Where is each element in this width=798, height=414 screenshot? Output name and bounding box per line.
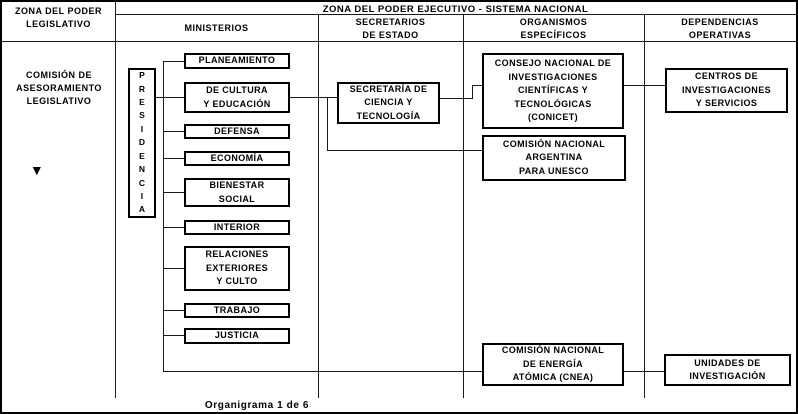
- column-header-dependencias: DEPENDENCIAS OPERATIVAS: [681, 17, 759, 40]
- ministry-box-bienestar-social: BIENESTAR SOCIAL: [184, 178, 290, 207]
- column-divider-legislative: [115, 2, 116, 398]
- connector-presidencia-cultura: [155, 97, 184, 98]
- column-header-secretarios: SECRETARIOS DE ESTADO: [355, 17, 426, 40]
- connector-tick-defensa: [163, 131, 184, 132]
- column-header-ministerios: MINISTERIOS: [184, 23, 249, 33]
- connector-drop-unesco: [327, 97, 328, 150]
- connector-tick-planeamiento: [163, 61, 184, 62]
- legislative-commission-label: COMISIÓN DE ASESORAMIENTO LEGISLATIVO: [16, 70, 102, 106]
- connector-cnea-unidades: [623, 371, 665, 372]
- connector-riser-conicet: [472, 85, 473, 99]
- connector-conicet-centros: [623, 85, 665, 86]
- connector-tick-relaciones: [163, 268, 184, 269]
- executive-title-underline: [115, 14, 796, 15]
- column-divider-ministerios: [318, 14, 319, 398]
- column-divider-secretarios: [463, 14, 464, 398]
- centros-investigaciones-box: CENTROS DE INVESTIGACIONES Y SERVICIOS: [665, 68, 788, 113]
- ministry-box-cultura-educacion: DE CULTURA Y EDUCACIÓN: [184, 82, 290, 113]
- legislative-zone-header: ZONA DEL PODER LEGISLATIVO: [14, 6, 102, 29]
- connector-tick-trabajo: [163, 310, 184, 311]
- chart-caption: Organigrama 1 de 6: [204, 400, 310, 411]
- connector-cultura-secretaria: [290, 97, 337, 98]
- connector-tick-justicia: [163, 335, 184, 336]
- column-header-organismos: ORGANISMOS ESPECÍFICOS: [519, 17, 588, 40]
- header-row-underline: [2, 41, 796, 42]
- connector-tick-interior: [163, 227, 184, 228]
- secretaria-ciencia-tecnologia-box: SECRETARÍA DE CIENCIA Y TECNOLOGÍA: [337, 82, 440, 124]
- ministry-box-defensa: DEFENSA: [184, 124, 290, 139]
- connector-conicet-in: [472, 85, 483, 86]
- connector-trunk: [163, 61, 164, 371]
- connector-tick-bienestar: [163, 192, 184, 193]
- unidades-investigacion-box: UNIDADES DE INVESTIGACIÓN: [664, 354, 791, 386]
- connector-presidencia-cnea: [163, 371, 483, 372]
- connector-tick-economia: [163, 158, 184, 159]
- ministry-box-justicia: JUSTICIA: [184, 328, 290, 344]
- down-triangle-icon: ▼: [29, 162, 45, 178]
- ministry-box-planeamiento: PLANEAMIENTO: [184, 53, 290, 69]
- ministry-box-interior: INTERIOR: [184, 220, 290, 235]
- connector-secretaria-right: [440, 98, 473, 99]
- unesco-commission-box: COMISIÓN NACIONAL ARGENTINA PARA UNESCO: [482, 135, 626, 181]
- ministry-box-relaciones-exteriores: RELACIONES EXTERIORES Y CULTO: [184, 246, 290, 291]
- conicet-box: CONSEJO NACIONAL DE INVESTIGACIONES CIEN…: [482, 53, 624, 129]
- column-divider-organismos: [644, 14, 645, 398]
- connector-unesco: [327, 150, 482, 151]
- executive-zone-header: ZONA DEL PODER EJECUTIVO - SISTEMA NACIO…: [322, 4, 589, 15]
- presidencia-box: P R E S I D E N C I A: [128, 68, 156, 218]
- ministry-box-economia: ECONOMÍA: [184, 151, 290, 166]
- ministry-box-trabajo: TRABAJO: [184, 303, 290, 318]
- cnea-box: COMISIÓN NACIONAL DE ENERGÍA ATÓMICA (CN…: [482, 343, 624, 386]
